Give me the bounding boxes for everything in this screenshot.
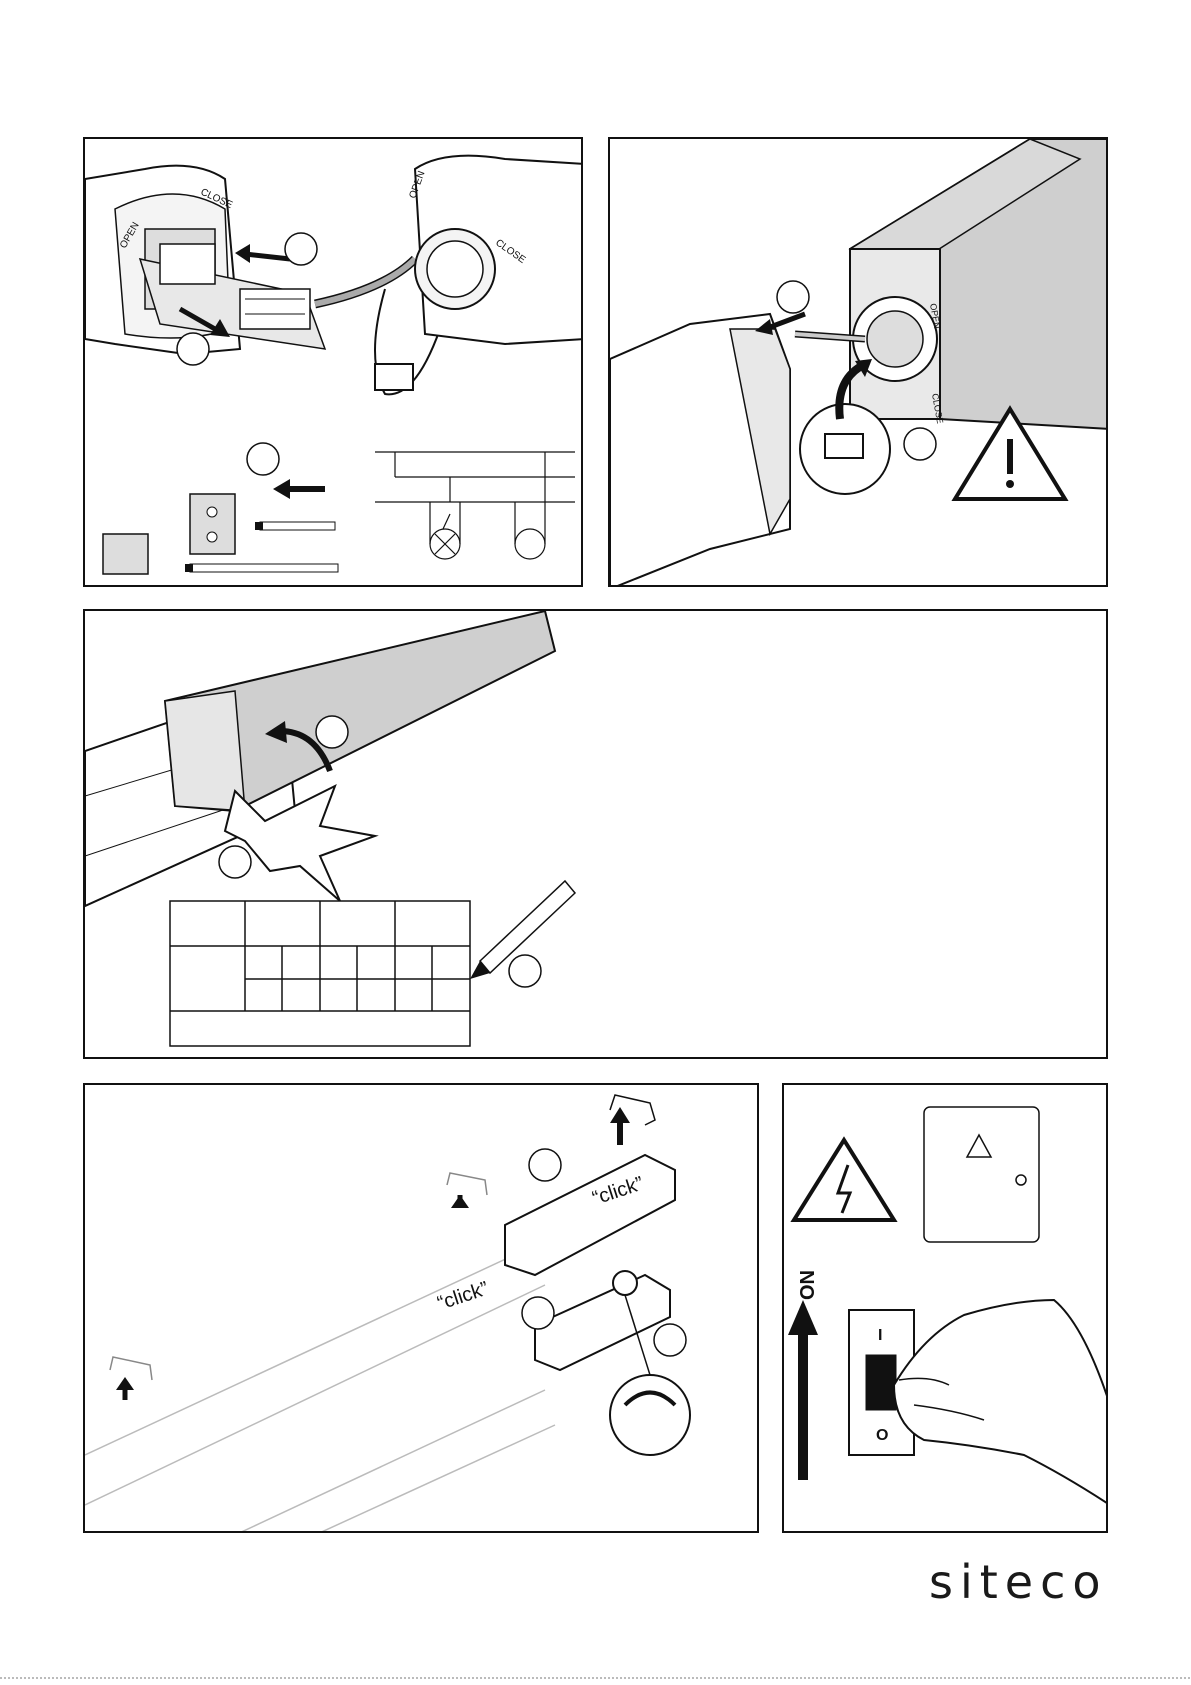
end-cap-bottom (535, 1275, 670, 1370)
switch-rocker (866, 1355, 896, 1410)
circuit-diagram (375, 452, 575, 559)
step-callout-1 (529, 1149, 561, 1181)
connect-wiring-illustration: OPEN CLOSE OPEN CLOSE (85, 139, 583, 587)
step-plug-connection-panel: OPEN CLOSE (608, 137, 1108, 587)
impact-star-icon (225, 786, 375, 901)
power-icon (1016, 1175, 1026, 1185)
terminal-block-2 (240, 289, 310, 329)
plug-connector (375, 364, 413, 390)
arrow-up-icon (788, 1300, 818, 1335)
close-cover-illustration (85, 611, 1108, 1059)
switch-on-illustration: ON I O (784, 1085, 1108, 1533)
step-endcap-mounting-panel: “click” “click” (83, 1083, 759, 1533)
switch-off-symbol: O (876, 1427, 888, 1444)
step-connect-wiring-panel: OPEN CLOSE OPEN CLOSE (83, 137, 583, 587)
terminal-detail (190, 494, 235, 554)
installation-date-table (170, 901, 470, 1046)
mounting-clip-icon-faded (447, 1173, 487, 1195)
terminal-small (103, 534, 148, 574)
on-label: ON (797, 1270, 819, 1300)
step-callout-3 (247, 443, 279, 475)
step-close-cover-panel (83, 609, 1108, 1059)
footer-divider (0, 1677, 1191, 1679)
arrow-pull-out (245, 254, 290, 259)
step-callout-2 (904, 428, 936, 460)
click-label-2: “click” (435, 1278, 491, 1315)
step-callout-2 (219, 846, 251, 878)
endcap-mounting-illustration: “click” “click” (85, 1085, 759, 1533)
electric-hazard-icon (794, 1140, 894, 1220)
step-callout-2 (177, 333, 209, 365)
plug-connection-illustration: OPEN CLOSE (610, 139, 1108, 587)
hand-illustration (894, 1300, 1108, 1505)
screw-detail-magnifier (610, 1375, 690, 1455)
step-switch-on-panel: ON I O (782, 1083, 1108, 1533)
step-callout-2 (522, 1297, 554, 1329)
step-callout-1 (285, 233, 317, 265)
step-callout-3 (654, 1324, 686, 1356)
plug-connector (825, 434, 863, 458)
terminal-block-1 (160, 244, 215, 284)
step-callout-3 (509, 955, 541, 987)
brand-logo: siteco (929, 1555, 1108, 1609)
step-callout-1 (777, 281, 809, 313)
switch-on-symbol: I (878, 1327, 882, 1344)
step-callout-1 (316, 716, 348, 748)
mounting-clip-icon-left (110, 1357, 152, 1380)
